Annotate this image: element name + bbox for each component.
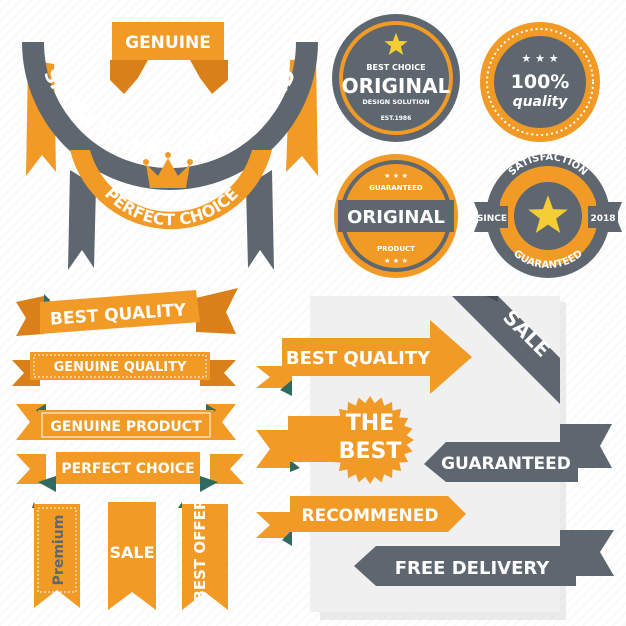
ribbon-perfect-choice: PERFECT CHOICE xyxy=(16,452,244,492)
best-choice-text: BEST CHOICE xyxy=(366,63,425,72)
ribbon-genuine-product: GENUINE PRODUCT xyxy=(16,404,236,440)
bottom-stars: ★ ★ ★ xyxy=(384,257,408,265)
badge-100-quality: ★ ★ ★ 100% quality xyxy=(480,22,600,142)
arrow-best-quality-text: BEST QUALITY xyxy=(286,348,431,369)
bookmark-best-offer: BEST OFFER xyxy=(178,498,228,610)
free-delivery-text: FREE DELIVERY xyxy=(395,558,551,579)
guaranteed-text: GUARANTEED xyxy=(441,454,571,474)
quality-stars: ★ ★ ★ xyxy=(521,52,558,65)
recommened-text: RECOMMENED xyxy=(301,506,438,526)
sale-bookmark-text: SALE xyxy=(109,543,154,562)
ribbon-best-quality: BEST QUALITY xyxy=(16,288,238,336)
original-text: ORIGINAL xyxy=(342,74,451,98)
arrow-recommened: RECOMMENED xyxy=(256,496,466,546)
badge-best-choice: BEST CHOICE ORIGINAL DESIGN SOLUTION EST… xyxy=(332,14,460,142)
perfect-choice-arc-text: PERFECT CHOICE xyxy=(101,184,242,229)
best-offer-text: BEST OFFER xyxy=(191,498,209,601)
genuine-product-ribbon-text: GENUINE PRODUCT xyxy=(50,419,202,435)
year-text: 2018 xyxy=(590,214,615,224)
the-text: THE xyxy=(346,411,394,436)
guaranteed-band: GUARANTEED xyxy=(424,424,612,482)
original-main-text: ORIGINAL xyxy=(347,207,445,228)
bookmark-sale: SALE xyxy=(108,502,156,610)
top-stars: ★ ★ ★ xyxy=(384,172,408,180)
genuine-quality-ribbon-text: GENUINE QUALITY xyxy=(54,360,187,375)
genuine-label: GENUINE xyxy=(125,33,211,53)
perfect-choice-ribbon-text: PERFECT CHOICE xyxy=(61,461,194,477)
free-delivery-band: FREE DELIVERY xyxy=(354,530,614,586)
bookmark-premium: Premium xyxy=(32,502,80,608)
the-best-seal: THE BEST xyxy=(256,396,414,484)
guaranteed-top-text: GUARANTEED xyxy=(369,184,423,192)
premium-text: Premium xyxy=(51,515,67,586)
design-solution-text: DESIGN SOLUTION xyxy=(362,98,429,106)
since-text: SINCE xyxy=(477,214,507,224)
crown-icon xyxy=(143,152,193,188)
product-text: PRODUCT xyxy=(377,245,415,253)
arrow-best-quality: BEST QUALITY xyxy=(256,320,472,396)
quality-text: quality xyxy=(513,94,569,110)
badge-satisfaction: SINCE 2018 SATISFACTION GUARANTEED xyxy=(474,152,622,278)
ribbon-genuine-quality: GENUINE QUALITY xyxy=(12,352,236,386)
genuine-ribbon: GENUINE xyxy=(110,22,228,94)
percent-text: 100% xyxy=(511,71,570,93)
badge-original: GUARANTEED ★ ★ ★ ORIGINAL PRODUCT ★ ★ ★ xyxy=(334,154,458,278)
est-text: EST.1986 xyxy=(381,115,412,122)
best-text: BEST xyxy=(339,439,402,464)
